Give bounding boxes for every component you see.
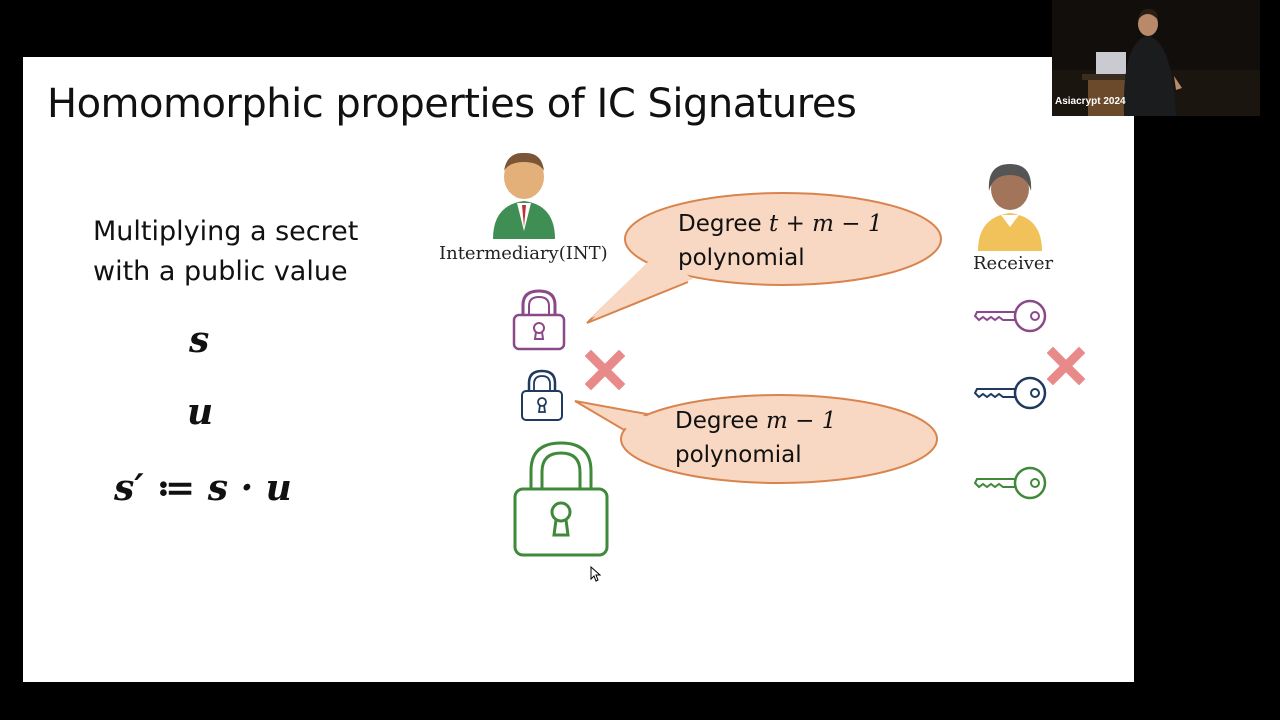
bubble-bottom-text: Degree m − 1 polynomial [675,404,836,472]
bubble-top-text: Degree t + m − 1 polynomial [678,207,883,275]
math-u: u [187,391,213,433]
speaker-video: Asiacrypt 2024 [1052,0,1260,116]
subtitle-line-1: Multiplying a secret [93,212,358,252]
padlock-icon [511,437,611,559]
math-s: s [189,319,209,361]
padlock-icon [519,367,565,423]
math-product: s′ ≔ s · u [114,467,292,509]
mouse-cursor-icon [590,566,602,582]
receiver-label: Receiver [973,253,1053,274]
subtitle-line-2: with a public value [93,252,358,292]
cross-icon [1047,347,1085,385]
padlock-icon [511,287,567,353]
person-receiver-icon [975,161,1045,251]
slide-title: Homomorphic properties of IC Signatures [47,81,856,127]
key-icon [973,375,1049,411]
cross-icon [585,350,625,390]
video-overlay-text: Asiacrypt 2024 [1055,96,1126,107]
key-icon [973,298,1049,334]
key-icon [973,465,1049,501]
presentation-slide: Homomorphic properties of IC Signatures … [23,57,1134,682]
slide-subtitle: Multiplying a secret with a public value [93,212,358,292]
person-intermediary-icon [489,149,559,239]
